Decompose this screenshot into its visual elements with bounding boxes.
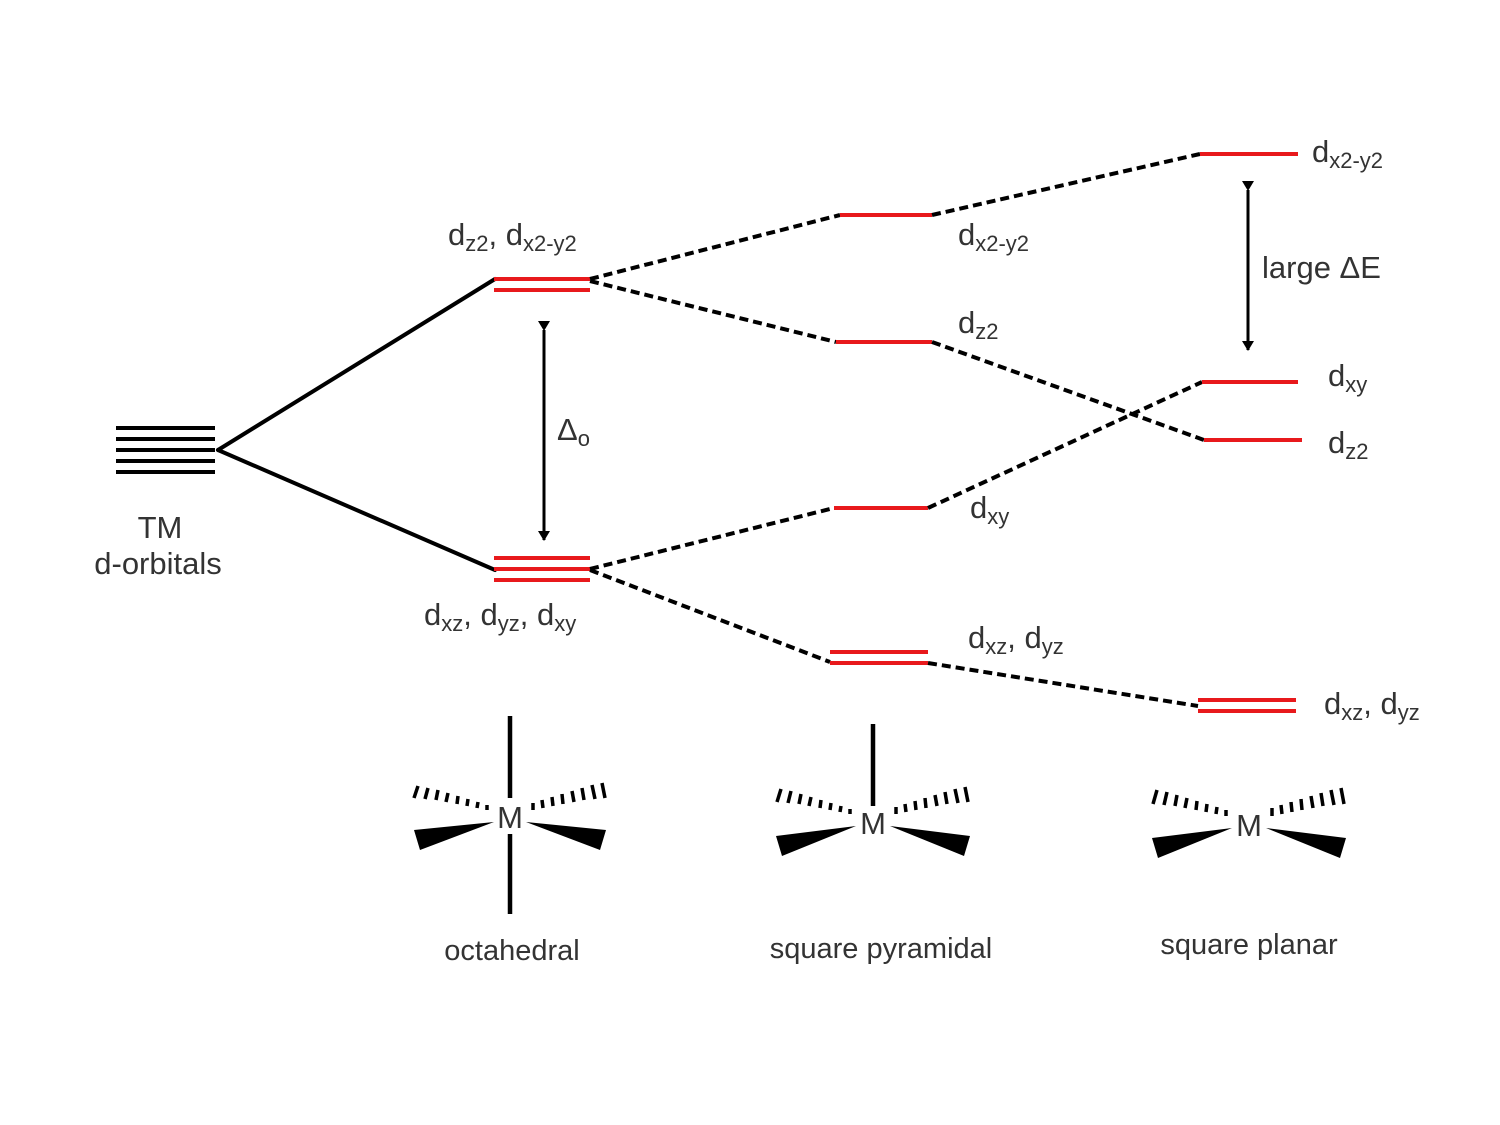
corr-sp-to-spl-dz2: [931, 340, 1205, 442]
square-planar-label: square planar: [1160, 929, 1338, 961]
oct-t2g-label: dxz, dyz, dxy: [424, 597, 576, 636]
square-pyramidal-label: square pyramidal: [770, 933, 992, 965]
sp-dx2y2-label: dx2-y2: [958, 217, 1029, 256]
sp-dxzdyz-label: dxz, dyz: [968, 620, 1064, 659]
corr-eg-to-sp-dz2: [589, 279, 837, 344]
octahedral-label: octahedral: [444, 935, 579, 967]
corr-line-free-to-t2g: [216, 448, 497, 572]
delta-o-label: Δo: [557, 412, 590, 451]
spl-dz2-label: dz2: [1328, 425, 1369, 464]
oct-t2g-level: [494, 556, 590, 582]
d-orbitals-label: d-orbitals: [94, 546, 222, 581]
free-ion-d-levels: [116, 426, 215, 474]
spl-dxzdyz-label: dxz, dyz: [1324, 686, 1420, 725]
sp-dz2-label: dz2: [958, 305, 999, 344]
spl-dxzdyz-level: [1198, 698, 1296, 713]
sp-dxy-label: dxy: [970, 490, 1009, 529]
corr-sp-to-spl-dxy: [927, 380, 1203, 510]
corr-line-free-to-eg: [216, 277, 497, 452]
corr-t2g-to-sp-dxy: [589, 506, 835, 571]
tm-label: TM: [138, 510, 183, 545]
corr-t2g-to-sp-dxzdyz: [589, 568, 831, 664]
large-delta-e-label: large ΔE: [1262, 250, 1381, 285]
octahedral-metal-label: M: [497, 800, 523, 835]
corr-eg-to-sp-dx2y2: [589, 213, 841, 281]
corr-sp-to-spl-dxzdyz: [927, 661, 1199, 708]
oct-eg-level: [494, 277, 590, 292]
corr-sp-to-spl-dx2y2: [931, 152, 1201, 217]
square-planar-structure: M: [1151, 787, 1346, 858]
square-pyramidal-structure: M: [775, 724, 970, 856]
spl-dxy-label: dxy: [1328, 358, 1367, 397]
square-planar-metal-label: M: [1236, 808, 1262, 843]
octahedral-structure: M: [412, 716, 607, 914]
spl-dx2y2-label: dx2-y2: [1312, 134, 1383, 173]
sp-dxzdyz-level: [830, 650, 928, 665]
oct-eg-label: dz2, dx2-y2: [448, 217, 577, 256]
square-pyramidal-metal-label: M: [860, 806, 886, 841]
